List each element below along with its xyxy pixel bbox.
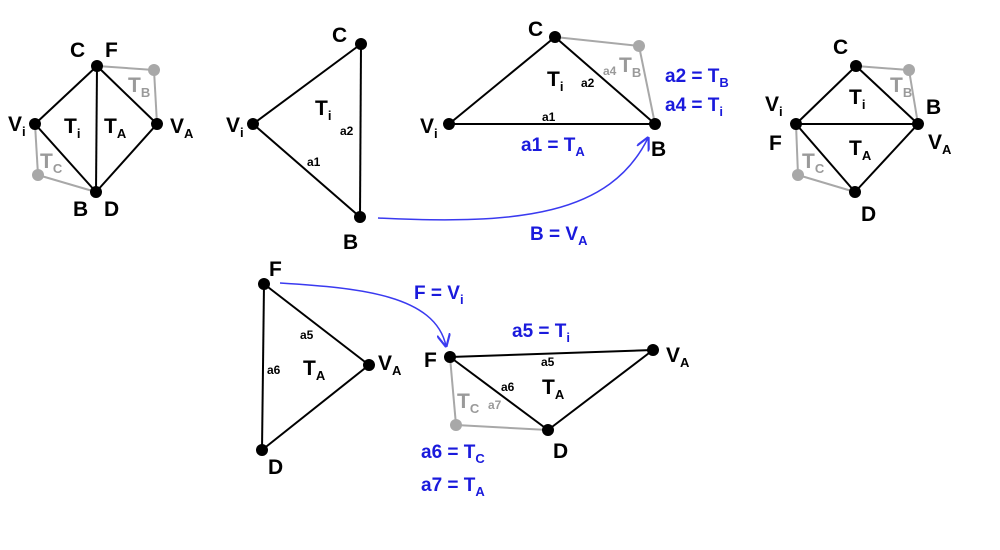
edge-label-a2: a2: [581, 76, 595, 90]
label-ti: Ti: [315, 97, 331, 123]
figure-4-flipped-mesh: C Vi Ti TB B VA F TA TC D: [765, 36, 952, 226]
label-d: D: [268, 456, 283, 479]
label-c: C: [70, 39, 85, 62]
vertex-dot: [549, 31, 561, 43]
label-tc: TC: [802, 150, 825, 176]
label-ti: Ti: [64, 115, 80, 141]
vertex-dot: [258, 278, 270, 290]
label-vi: Vi: [226, 114, 244, 140]
vertex-dot: [91, 60, 103, 72]
label-b: B: [926, 96, 941, 119]
figure-3-rotated-triangle: C Vi Ti a2 a4 TB a1 B a1 = TA a2 = TB a4…: [420, 18, 729, 161]
ghost-vertex-dot: [903, 64, 915, 76]
label-va: VA: [928, 131, 952, 157]
vertex-dot: [849, 186, 861, 198]
annotation-a6-eq-tc: a6 = TC: [421, 442, 485, 466]
label-b: B: [73, 198, 88, 221]
edge-label-a4: a4: [603, 64, 617, 78]
vertex-dot: [256, 444, 268, 456]
vertex-dot: [151, 118, 163, 130]
vertex-dot: [443, 118, 455, 130]
label-c: C: [332, 24, 347, 47]
label-tc: TC: [457, 390, 480, 416]
figure-6-rotated-triangle-ta: F a5 a6 a7 TA TC VA D a5 = Ti a6 = TC a7…: [421, 321, 690, 499]
curved-arrow-icon: [377, 138, 648, 221]
label-c: C: [833, 36, 848, 59]
label-ti: Ti: [547, 68, 563, 94]
label-va: VA: [378, 352, 402, 378]
vertex-dot: [444, 351, 456, 363]
figure-5-triangle-ta: F a5 a6 TA VA D: [256, 258, 402, 479]
label-ta: TA: [849, 137, 872, 163]
label-ta: TA: [542, 376, 565, 402]
annotation-a7-eq-ta: a7 = TA: [421, 475, 485, 499]
label-b: B: [343, 231, 358, 254]
label-tb: TB: [619, 54, 641, 80]
label-d: D: [553, 440, 568, 463]
vertex-dot: [912, 118, 924, 130]
vertex-dot: [354, 211, 366, 223]
annotation-a2-eq-tb: a2 = TB: [665, 66, 729, 90]
figure-1-initial-mesh: C F Vi Ti TA VA TB TC B D: [8, 39, 194, 221]
label-ti: Ti: [849, 86, 865, 112]
label-d: D: [104, 198, 119, 221]
curved-arrow-icon: [279, 282, 446, 346]
annotation-a4-eq-ti: a4 = Ti: [665, 95, 723, 119]
ghost-vertex-dot: [792, 169, 804, 181]
edge-label-a1: a1: [542, 110, 556, 124]
vertex-dot: [247, 118, 259, 130]
edge-label-a1: a1: [307, 155, 321, 169]
label-ta: TA: [303, 357, 326, 383]
vertex-dot: [649, 118, 661, 130]
ghost-vertex-dot: [450, 419, 462, 431]
label-f: F: [105, 39, 118, 62]
annotation-f-eq-vi: F = Vi: [414, 283, 464, 307]
label-ta: TA: [104, 115, 127, 141]
ghost-vertex-dot: [633, 40, 645, 52]
ghost-vertex-dot: [148, 64, 160, 76]
figure-2-triangle-ti: C Vi Ti a2 a1 B: [226, 24, 367, 254]
edge-label-a6: a6: [501, 380, 515, 394]
edge-label-a5: a5: [300, 328, 314, 342]
label-f: F: [269, 258, 282, 281]
label-vi: Vi: [420, 115, 438, 141]
vertex-dot: [29, 118, 41, 130]
annotation-b-eq-va: B = VA: [530, 224, 588, 248]
ghost-vertex-dot: [32, 169, 44, 181]
label-f: F: [769, 132, 782, 155]
label-tb: TB: [890, 74, 912, 100]
label-tc: TC: [40, 150, 63, 176]
label-c: C: [528, 18, 543, 41]
vertex-dot: [90, 186, 102, 198]
label-tb: TB: [128, 74, 150, 100]
edge-label-a5: a5: [541, 355, 555, 369]
annotation-a5-eq-ti: a5 = Ti: [512, 321, 570, 345]
label-b: B: [651, 138, 666, 161]
annotation-a1-eq-ta: a1 = TA: [521, 135, 585, 159]
vertex-dot: [542, 424, 554, 436]
label-f: F: [424, 349, 437, 372]
label-vi: Vi: [8, 113, 26, 139]
vertex-dot: [355, 38, 367, 50]
edge-label-a6: a6: [267, 363, 281, 377]
label-vi: Vi: [765, 93, 783, 119]
label-va: VA: [170, 115, 194, 141]
vertex-dot: [647, 344, 659, 356]
edge-label-a2: a2: [340, 124, 354, 138]
label-va: VA: [666, 344, 690, 370]
edge-label-a7: a7: [488, 398, 502, 412]
vertex-dot: [790, 118, 802, 130]
vertex-dot: [850, 60, 862, 72]
label-d: D: [861, 203, 876, 226]
vertex-dot: [363, 359, 375, 371]
